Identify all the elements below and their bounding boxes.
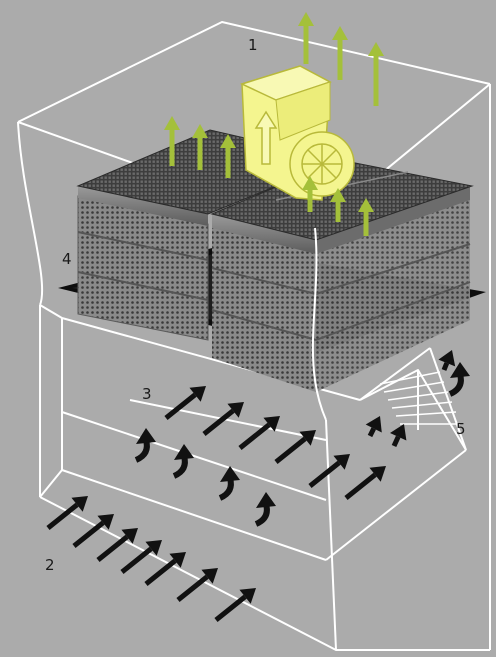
intake-airflow-arrow-icon	[310, 454, 350, 486]
callout-side-flow: 5	[456, 420, 466, 438]
callout-intake: 2	[45, 556, 55, 574]
upward-airflow-arrow-icon	[332, 26, 348, 80]
callout-circulation: 3	[142, 385, 152, 403]
circulation-curved-arrow-icon	[450, 362, 470, 394]
intake-airflow-arrow-icon	[438, 350, 455, 370]
circulation-curved-arrow-icon	[136, 428, 156, 460]
intake-airflow-arrow-icon	[216, 588, 256, 620]
intake-airflow-arrow-icon	[146, 552, 186, 584]
intake-airflow-arrow-icon	[178, 568, 218, 600]
upward-airflow-arrow-icon	[368, 42, 384, 106]
circulation-curved-arrow-icon	[174, 444, 194, 476]
intake-airflow-arrow-icon	[48, 496, 88, 528]
intake-airflow-arrow-icon	[390, 424, 406, 446]
callout-filter: 4	[62, 250, 72, 268]
intake-airflow-arrow-icon	[240, 416, 280, 448]
intake-airflow-arrow-icon	[346, 466, 386, 498]
upward-airflow-arrow-icon	[298, 12, 314, 64]
intake-airflow-arrow-icon	[204, 402, 244, 434]
intake-airflow-arrow-icon	[166, 386, 206, 418]
callout-fan: 1	[248, 36, 258, 54]
circulation-curved-arrow-icon	[256, 492, 276, 524]
intake-airflow-arrow-icon	[366, 416, 382, 436]
